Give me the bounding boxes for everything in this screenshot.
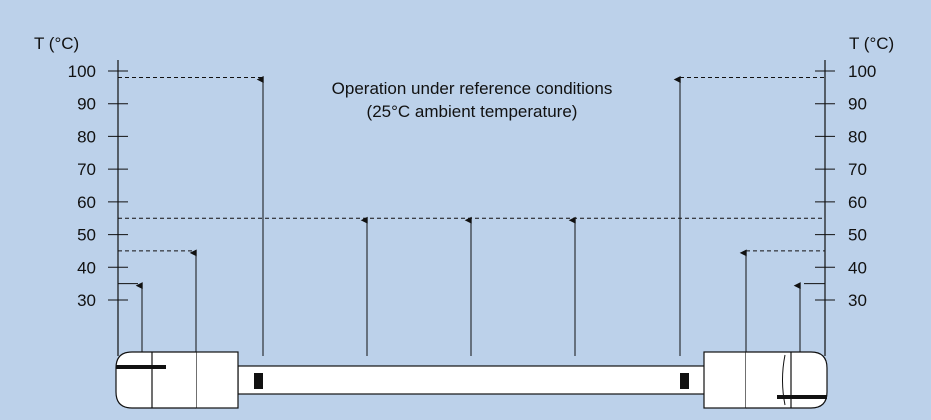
right-tick-label: 50 bbox=[848, 226, 867, 245]
right-tick-label: 30 bbox=[848, 291, 867, 310]
left-axis-title: T (°C) bbox=[34, 34, 79, 53]
axis-ticks: 100 100 90 90 80 80 70 70 60 60 50 50 40 40 30 30 bbox=[68, 62, 877, 310]
right-tick-label: 40 bbox=[848, 258, 867, 277]
tube-body bbox=[237, 365, 709, 395]
left-tick-label: 80 bbox=[77, 127, 96, 146]
right-electrode-shape bbox=[680, 373, 689, 389]
right-tick-label: 90 bbox=[848, 95, 867, 114]
left-electrode-shape bbox=[254, 373, 263, 389]
right-end-cap-shape bbox=[703, 351, 828, 409]
left-tick-label: 100 bbox=[68, 62, 96, 81]
temperature-arrows bbox=[135, 76, 801, 356]
left-tick-label: 90 bbox=[77, 95, 96, 114]
lamp-tube bbox=[237, 365, 709, 395]
left-tick-label: 60 bbox=[77, 193, 96, 212]
left-tick-label: 50 bbox=[77, 226, 96, 245]
right-tick-label: 80 bbox=[848, 127, 867, 146]
left-tick-label: 30 bbox=[77, 291, 96, 310]
note-line-2: (25°C ambient temperature) bbox=[367, 102, 578, 121]
right-axis-title: T (°C) bbox=[849, 34, 894, 53]
right-tick-label: 70 bbox=[848, 160, 867, 179]
left-tick-label: 40 bbox=[77, 258, 96, 277]
left-end-cap-shape bbox=[115, 351, 239, 409]
right-tick-label: 100 bbox=[848, 62, 876, 81]
note-line-1: Operation under reference conditions bbox=[332, 79, 613, 98]
right-tick-label: 60 bbox=[848, 193, 867, 212]
left-tick-label: 70 bbox=[77, 160, 96, 179]
